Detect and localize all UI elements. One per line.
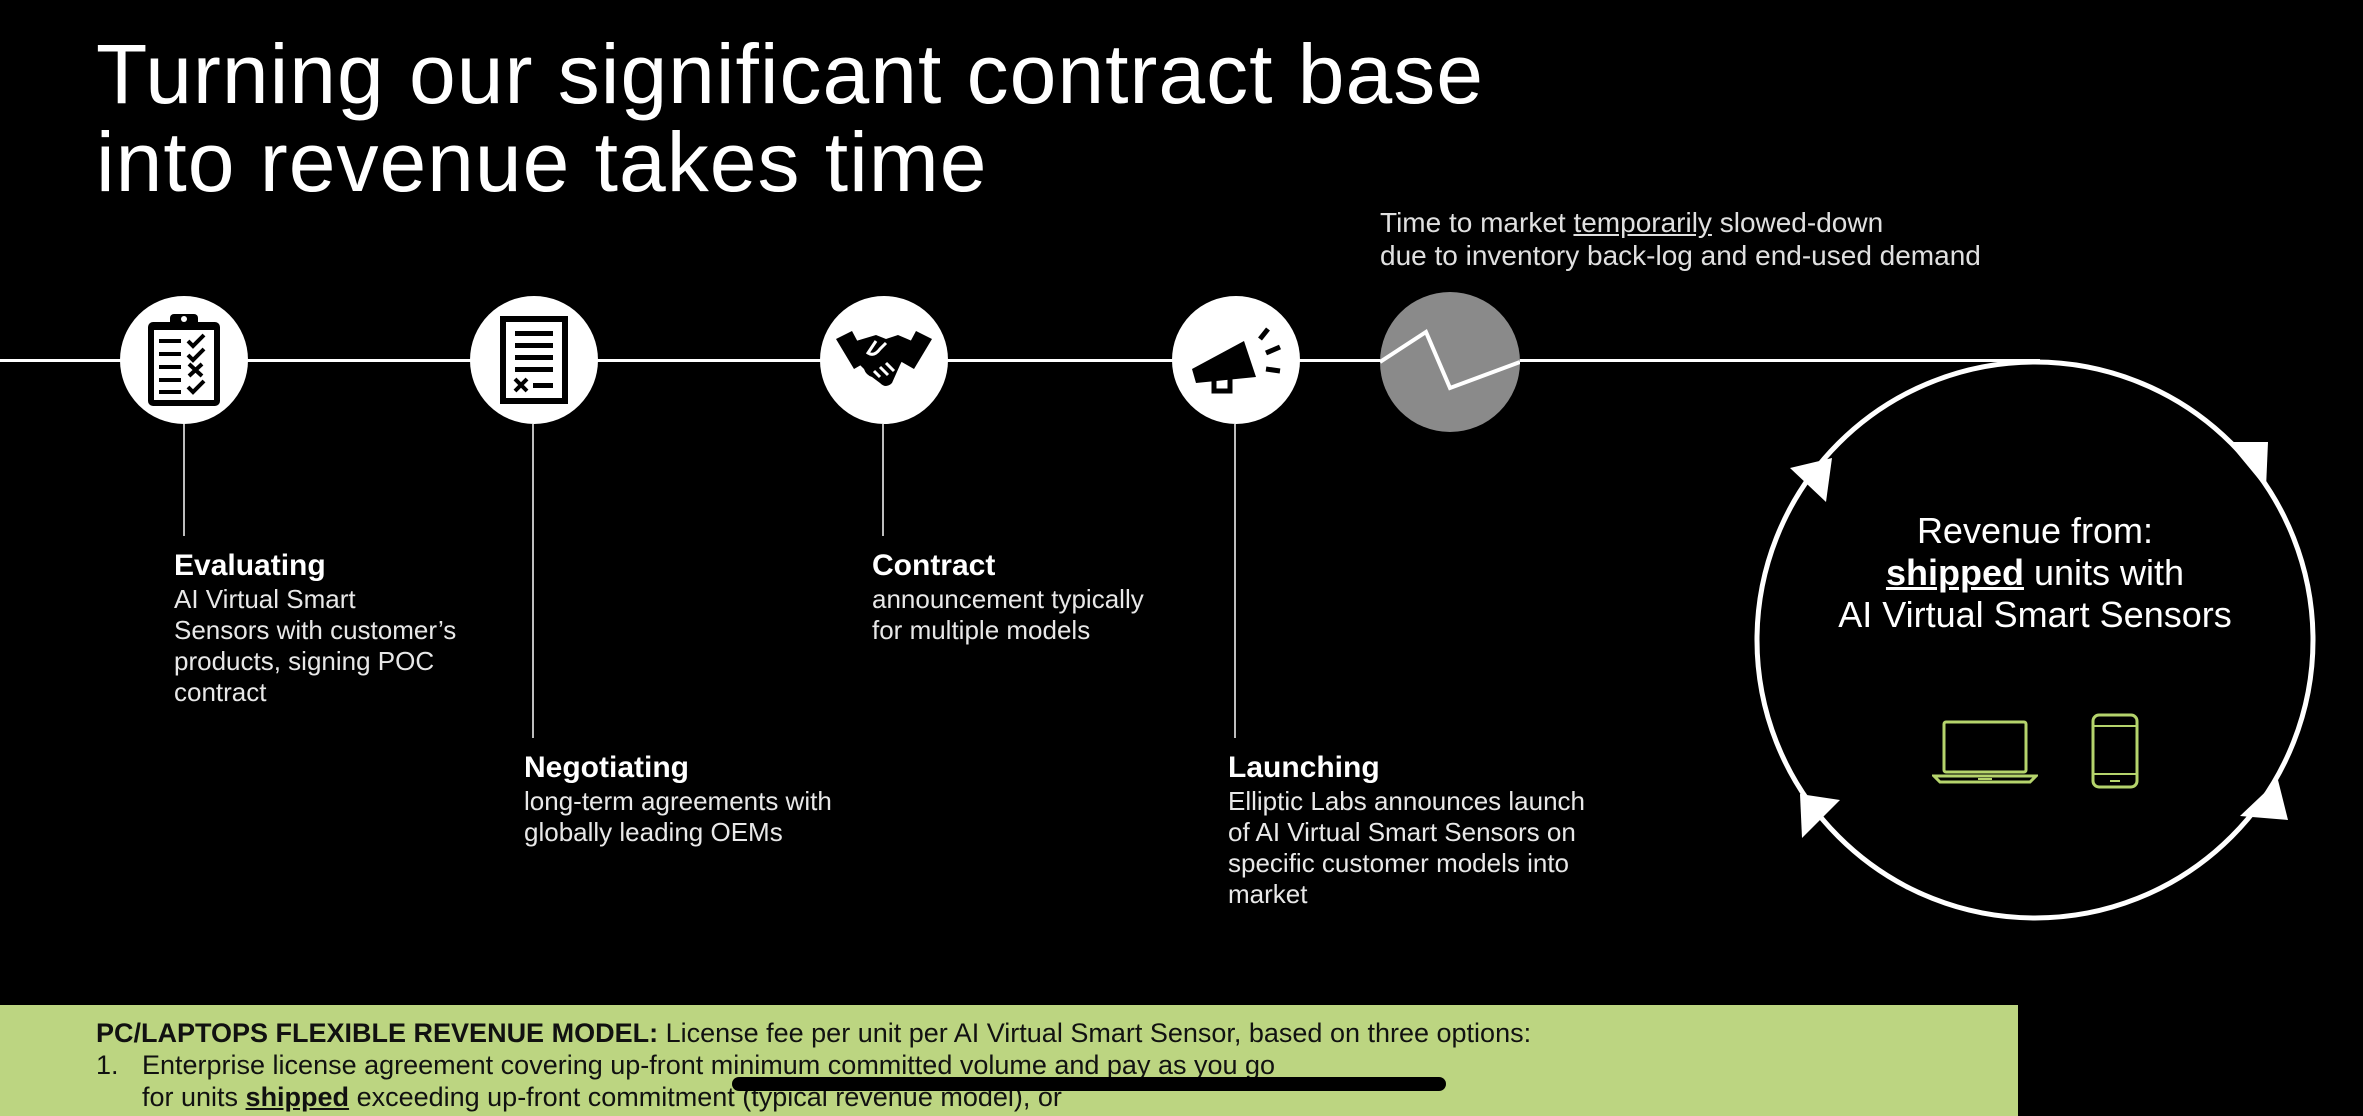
banner-item-1-line-1: 1.Enterprise license agreement covering …	[96, 1050, 1276, 1080]
banner-item-number: 1.	[96, 1050, 119, 1080]
contract-title: Contract	[872, 549, 996, 582]
laptop-icon	[1932, 720, 2038, 784]
zigzag-line-icon	[1380, 329, 1520, 391]
evaluating-stage: Evaluating AI Virtual Smart Sensors with…	[174, 548, 494, 708]
revenue-cycle-circle	[1754, 359, 2316, 921]
revenue-cycle-text: Revenue from: shipped units with AI Virt…	[1760, 510, 2310, 636]
slowdown-note: Time to market temporarily slowed-down d…	[1380, 206, 2140, 272]
banner-bold-label: PC/LAPTOPS FLEXIBLE REVENUE MODEL:	[96, 1018, 659, 1048]
clipboard-checklist-icon	[148, 314, 220, 406]
negotiating-title: Negotiating	[524, 751, 689, 784]
megaphone-icon	[1192, 327, 1281, 394]
slide-title-line-2: into revenue takes time	[96, 115, 988, 209]
smartphone-icon	[2091, 713, 2139, 789]
negotiating-node	[470, 296, 598, 424]
negotiating-description: long-term agreements with globally leadi…	[524, 786, 832, 847]
timeline-line	[0, 359, 2040, 362]
launching-title: Launching	[1228, 751, 1380, 784]
revenue-line-3: AI Virtual Smart Sensors	[1838, 594, 2232, 635]
contract-description: announcement typically for multiple mode…	[872, 584, 1144, 645]
evaluating-title: Evaluating	[174, 549, 326, 582]
contract-connector	[882, 424, 884, 536]
banner-intro: License fee per unit per AI Virtual Smar…	[658, 1018, 1532, 1048]
evaluating-node	[120, 296, 248, 424]
launching-node	[1172, 296, 1300, 424]
negotiating-connector	[532, 424, 534, 738]
slowdown-node	[1380, 292, 1520, 432]
negotiating-stage: Negotiating long-term agreements with gl…	[524, 750, 904, 848]
contract-stage: Contract announcement typically for mult…	[872, 548, 1212, 646]
revenue-line-2: shipped units with	[1885, 552, 2185, 593]
revenue-line-1: Revenue from:	[1916, 510, 2154, 551]
horizontal-scrollbar[interactable]	[732, 1077, 1446, 1091]
document-icon	[500, 316, 568, 404]
launching-connector	[1234, 424, 1236, 738]
cycle-arrow-top-left	[1790, 458, 1832, 502]
slide-title-line-1: Turning our significant contract base	[96, 27, 1484, 121]
evaluating-description: AI Virtual Smart Sensors with customer’s…	[174, 584, 457, 707]
banner-heading: PC/LAPTOPS FLEXIBLE REVENUE MODEL: Licen…	[96, 1017, 1531, 1049]
cycle-arrow-bottom-left	[1800, 794, 1840, 838]
slowdown-note-line-1: Time to market temporarily slowed-down	[1380, 207, 1884, 238]
cycle-arrow-top-right	[2228, 442, 2268, 488]
shipped-emphasis: shipped	[1885, 552, 2024, 593]
revenue-cycle	[1754, 359, 2316, 921]
revenue-model-banner: PC/LAPTOPS FLEXIBLE REVENUE MODEL: Licen…	[0, 1005, 2018, 1116]
temporarily-emphasis: temporarily	[1573, 207, 1712, 238]
handshake-icon	[836, 331, 932, 386]
shipped-emphasis-banner: shipped	[245, 1082, 350, 1112]
evaluating-connector	[183, 424, 185, 536]
contract-node	[820, 296, 948, 424]
slowdown-note-line-2: due to inventory back-log and end-used d…	[1380, 240, 1981, 271]
launching-stage: Launching Elliptic Labs announces launch…	[1228, 750, 1628, 910]
slide-title: Turning our significant contract base in…	[96, 30, 1696, 206]
launching-description: Elliptic Labs announces launch of AI Vir…	[1228, 786, 1586, 909]
cycle-arrow-bottom-right	[2240, 780, 2288, 820]
